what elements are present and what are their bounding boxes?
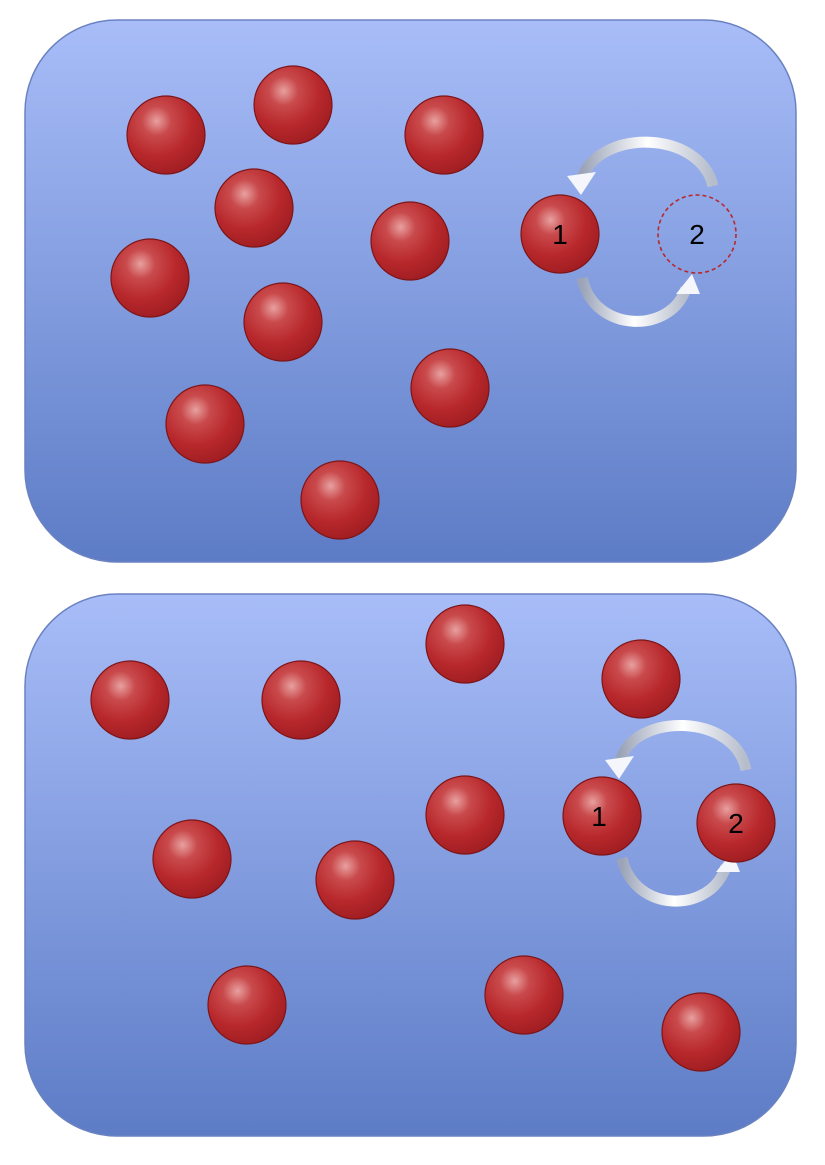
bottom-free-particle-9 (484, 955, 564, 1035)
top-particle-1 (520, 194, 600, 274)
bottom-free-particle-6 (152, 819, 232, 899)
bottom-forward-arrow (616, 856, 732, 907)
top-free-particle-3 (404, 95, 484, 175)
top-free-particle-7 (243, 282, 323, 362)
bottom-particle-2-label: 2 (728, 808, 744, 839)
bottom-return-arrow (614, 719, 752, 772)
top-free-particle-5 (370, 201, 450, 281)
bottom-panel: 1 2 (24, 593, 797, 1137)
top-free-particle-10 (300, 460, 380, 540)
bottom-particle-2 (696, 783, 776, 863)
bottom-free-particle-3 (425, 604, 505, 684)
top-particle-1-label: 1 (552, 219, 568, 250)
bottom-particle-1-label: 1 (591, 801, 607, 832)
bottom-particle-1 (562, 776, 642, 856)
top-free-particle-4 (214, 168, 294, 248)
top-panel: 1 2 (24, 19, 797, 563)
top-particle-2-vacancy (657, 194, 737, 274)
bottom-free-particle-2 (261, 660, 341, 740)
top-free-particle-8 (410, 348, 490, 428)
top-forward-arrowhead (676, 274, 700, 294)
bottom-free-particle-10 (661, 992, 741, 1072)
bottom-particle-field (90, 604, 741, 1072)
top-particle-2-label: 2 (689, 219, 705, 250)
top-forward-arrow (576, 276, 692, 327)
top-particle-field (110, 65, 490, 540)
top-return-arrowhead (567, 172, 596, 195)
top-free-particle-2 (253, 65, 333, 145)
bottom-free-particle-5 (425, 775, 505, 855)
bottom-free-particle-4 (601, 639, 681, 719)
bottom-free-particle-1 (90, 660, 170, 740)
top-exchange-pair: 1 2 (520, 136, 737, 327)
top-free-particle-1 (126, 95, 206, 175)
bottom-free-particle-7 (315, 840, 395, 920)
bottom-exchange-pair: 1 2 (562, 719, 776, 907)
top-free-particle-9 (165, 384, 245, 464)
bottom-free-particle-8 (207, 965, 287, 1045)
top-return-arrow (576, 136, 719, 188)
top-free-particle-6 (110, 238, 190, 318)
bottom-return-arrowhead (605, 756, 634, 779)
